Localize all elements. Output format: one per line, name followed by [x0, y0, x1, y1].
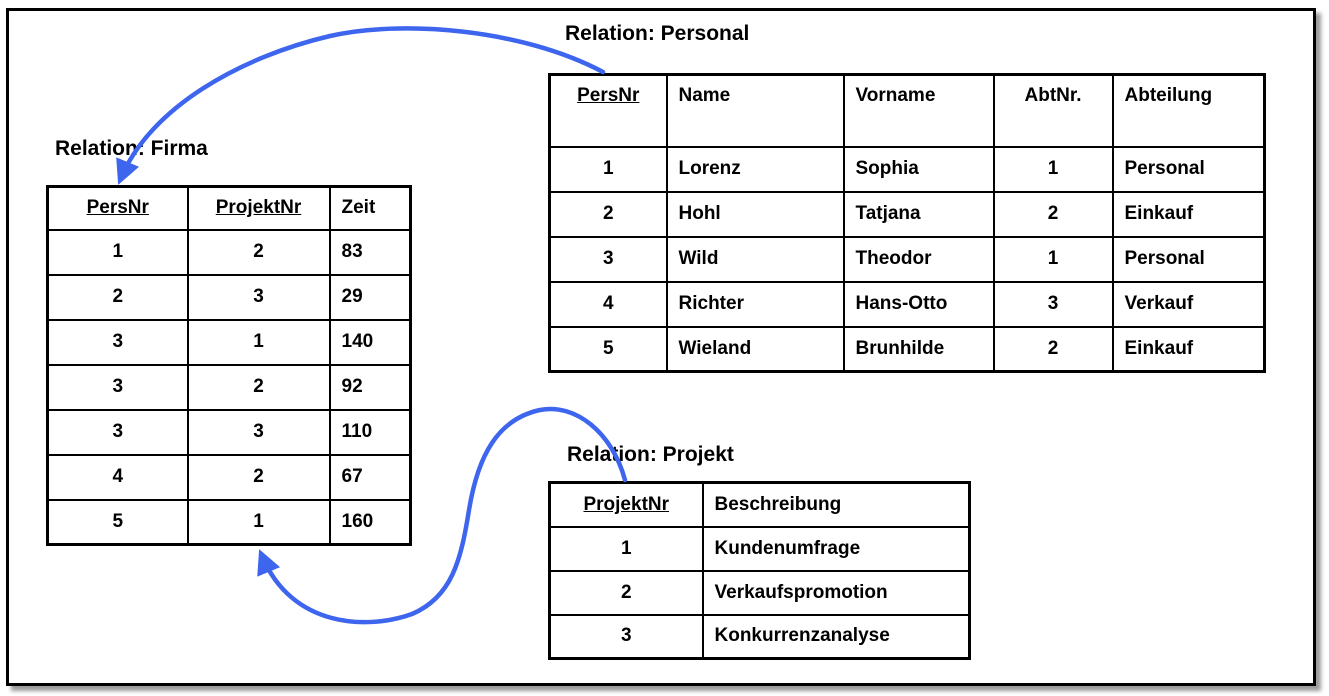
- table-cell: 2: [992, 325, 1114, 373]
- table-cell: 29: [328, 273, 412, 321]
- column-header-vorname: Vorname: [842, 73, 995, 148]
- personal-table-title: Relation: Personal: [565, 22, 750, 45]
- table-cell: 5: [548, 325, 668, 373]
- table-cell: 2: [186, 228, 331, 276]
- table-cell: 4: [46, 453, 189, 501]
- column-header-persnr: PersNr: [548, 73, 668, 148]
- table-cell: 2: [992, 190, 1114, 238]
- table-cell: 1: [548, 525, 704, 572]
- table-cell: 3: [992, 280, 1114, 328]
- table-cell: 4: [548, 280, 668, 328]
- table-cell: Kundenumfrage: [701, 525, 971, 572]
- table-cell: 2: [548, 190, 668, 238]
- table-cell: Personal: [1111, 145, 1266, 193]
- column-header-abteilung: Abteilung: [1111, 73, 1266, 148]
- firma-table-title: Relation: Firma: [55, 137, 208, 160]
- table-cell: Richter: [665, 280, 845, 328]
- table-cell: 2: [548, 569, 704, 616]
- column-header-name: Name: [665, 73, 845, 148]
- table-cell: 1: [46, 228, 189, 276]
- table-cell: 1: [548, 145, 668, 193]
- table-cell: 5: [46, 498, 189, 546]
- table-cell: Sophia: [842, 145, 995, 193]
- table-cell: Einkauf: [1111, 190, 1266, 238]
- table-cell: 1: [992, 235, 1114, 283]
- table-cell: Theodor: [842, 235, 995, 283]
- table-cell: 1: [186, 318, 331, 366]
- table-cell: 3: [46, 408, 189, 456]
- table-cell: 3: [548, 613, 704, 660]
- table-cell: Wild: [665, 235, 845, 283]
- table-cell: Hohl: [665, 190, 845, 238]
- column-header-abtnr: AbtNr.: [992, 73, 1114, 148]
- column-header-persnr: PersNr: [46, 185, 189, 231]
- table-cell: Einkauf: [1111, 325, 1266, 373]
- table-cell: 3: [186, 273, 331, 321]
- table-cell: 3: [46, 318, 189, 366]
- table-cell: 2: [186, 453, 331, 501]
- table-cell: 110: [328, 408, 412, 456]
- table-cell: 1: [186, 498, 331, 546]
- table-cell: Verkaufspromotion: [701, 569, 971, 616]
- table-cell: Wieland: [665, 325, 845, 373]
- table-cell: 3: [186, 408, 331, 456]
- projekt-table-title: Relation: Projekt: [567, 443, 734, 466]
- column-header-projektnr: ProjektNr: [548, 481, 704, 528]
- table-cell: Konkurrenzanalyse: [701, 613, 971, 660]
- column-header-zeit: Zeit: [328, 185, 412, 231]
- table-cell: 1: [992, 145, 1114, 193]
- table-cell: Hans-Otto: [842, 280, 995, 328]
- table-cell: Tatjana: [842, 190, 995, 238]
- table-cell: 67: [328, 453, 412, 501]
- column-header-beschreibung: Beschreibung: [701, 481, 971, 528]
- table-cell: 3: [46, 363, 189, 411]
- table-cell: 92: [328, 363, 412, 411]
- table-cell: 2: [186, 363, 331, 411]
- table-cell: Personal: [1111, 235, 1266, 283]
- table-cell: 83: [328, 228, 412, 276]
- table-cell: Lorenz: [665, 145, 845, 193]
- table-cell: 140: [328, 318, 412, 366]
- table-cell: 160: [328, 498, 412, 546]
- table-cell: Brunhilde: [842, 325, 995, 373]
- table-cell: Verkauf: [1111, 280, 1266, 328]
- table-cell: 2: [46, 273, 189, 321]
- column-header-projektnr: ProjektNr: [186, 185, 331, 231]
- table-cell: 3: [548, 235, 668, 283]
